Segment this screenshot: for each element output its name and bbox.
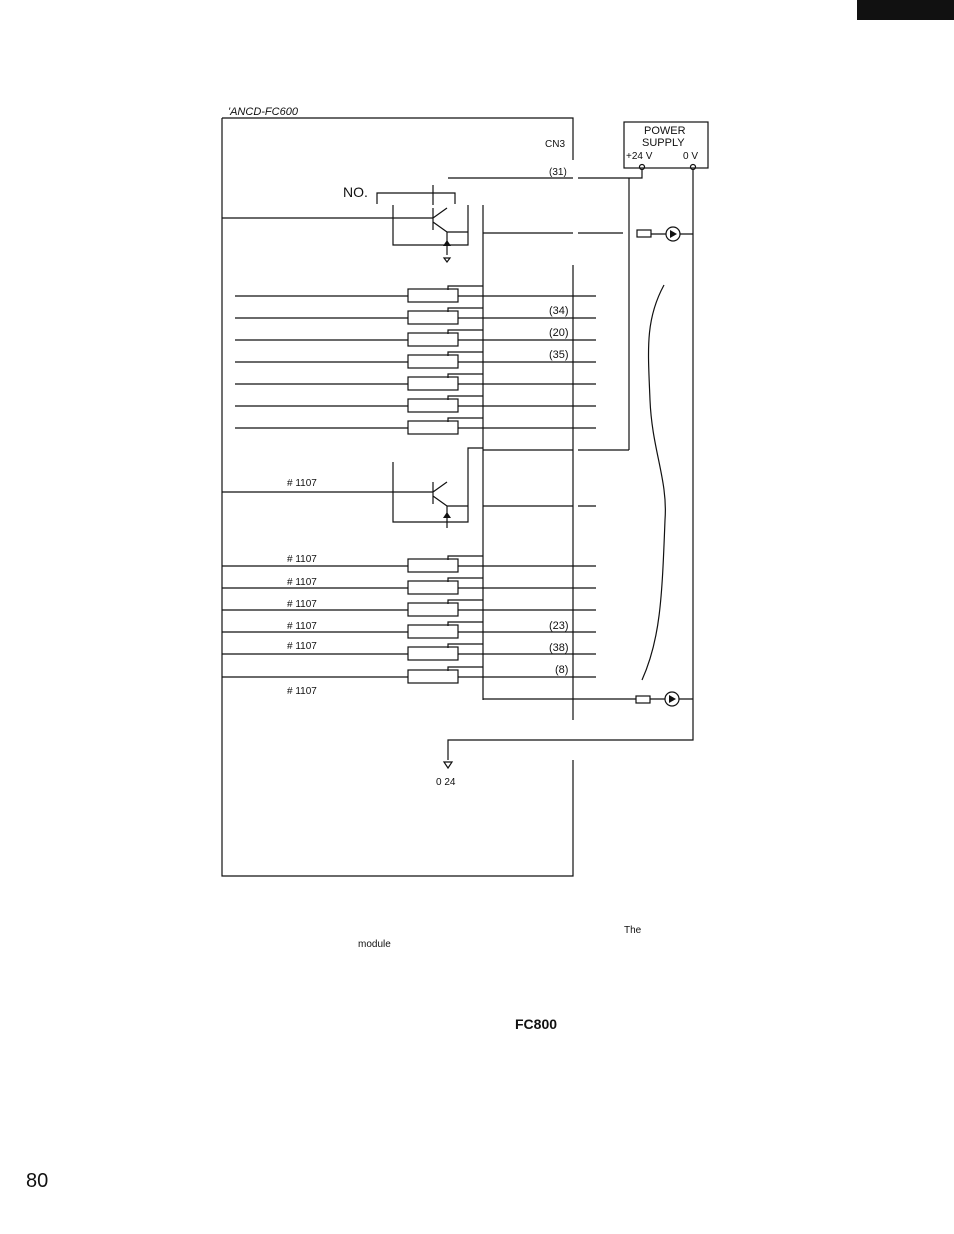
- param-1107-top: # 1107: [287, 478, 317, 489]
- input-line: [222, 643, 596, 655]
- power-supply-box: [623, 121, 709, 169]
- zero-v-label: 0 V: [683, 151, 698, 162]
- input-line: [235, 373, 596, 385]
- resistor: [407, 398, 459, 413]
- diagram-title: 'ANCD-FC600: [228, 106, 299, 118]
- power-supply-line1: POWER: [644, 125, 686, 137]
- input-line: [235, 307, 596, 319]
- text-fc800: FC800: [515, 1016, 558, 1032]
- param-1107: # 1107: [287, 641, 317, 652]
- resistor: [407, 354, 459, 369]
- pin-35: (35): [549, 349, 569, 361]
- param-1107: # 1107: [287, 686, 317, 697]
- resistor: [407, 602, 459, 617]
- page-number: 80: [26, 1170, 49, 1192]
- input-line: [222, 599, 596, 611]
- input-line: [222, 621, 596, 633]
- input-line: [222, 577, 596, 589]
- input-line: [222, 555, 596, 567]
- pin-34: (34): [549, 305, 569, 317]
- resistor: [407, 669, 459, 684]
- input-line: [222, 666, 596, 678]
- controller-box: [221, 117, 574, 877]
- param-1107: # 1107: [287, 621, 317, 632]
- input-line: [235, 417, 596, 429]
- ground-label: 0 24: [436, 777, 456, 788]
- resistor: [407, 624, 459, 639]
- text-the: The: [624, 925, 642, 936]
- resistor: [407, 558, 459, 573]
- param-1107: # 1107: [287, 577, 317, 588]
- param-1107: # 1107: [287, 599, 317, 610]
- resistor: [407, 310, 459, 325]
- input-line: [235, 285, 596, 297]
- header-bar: [857, 0, 954, 20]
- input-line: [235, 395, 596, 407]
- text-module: module: [358, 939, 391, 950]
- bracket: [641, 284, 666, 681]
- pin-23: (23): [549, 620, 569, 632]
- resistor: [407, 332, 459, 347]
- pin-38: (38): [549, 642, 569, 654]
- resistor: [407, 288, 459, 303]
- input-line: [235, 351, 596, 363]
- param-1107: # 1107: [287, 554, 317, 565]
- resistor: [407, 420, 459, 435]
- pin-20: (20): [549, 327, 569, 339]
- resistor: [407, 580, 459, 595]
- resistor: [407, 646, 459, 661]
- power-supply-line2: SUPPLY: [642, 137, 685, 149]
- pin-8: (8): [555, 664, 568, 676]
- no-label: NO.: [343, 184, 368, 200]
- input-line: [235, 329, 596, 341]
- plus-24v-label: +24 V: [626, 151, 653, 162]
- resistor: [407, 376, 459, 391]
- connector-label: CN3: [545, 139, 565, 150]
- pin-31: (31): [549, 167, 567, 178]
